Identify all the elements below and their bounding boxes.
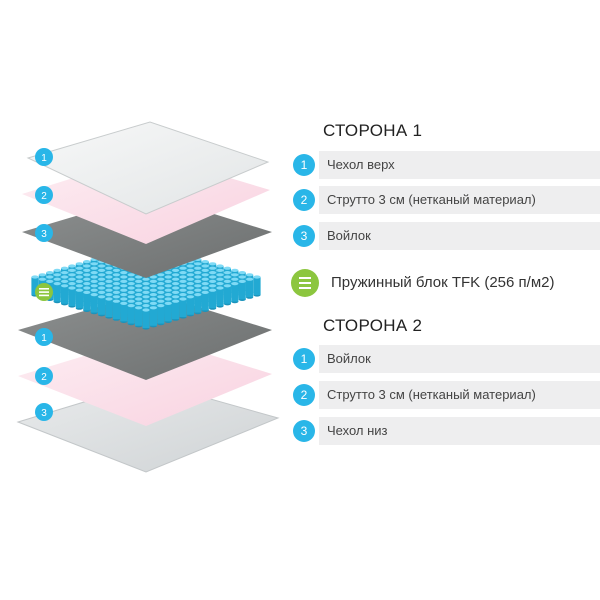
layer-label: Струтто 3 см (нетканый материал) — [327, 192, 536, 207]
number-badge: 3 — [293, 420, 315, 442]
spring-coil — [53, 282, 61, 304]
layer-label: Чехол низ — [327, 423, 388, 438]
row-background — [319, 222, 600, 250]
spring-coil — [142, 308, 150, 330]
felt-bottom-layer — [18, 292, 272, 380]
side2-item-cover: 3 Чехол низ — [293, 417, 600, 445]
spring-coil — [246, 277, 254, 299]
svg-text:3: 3 — [41, 408, 47, 419]
spring-block-label: Пружинный блок TFK (256 п/м2) — [331, 274, 555, 291]
spring-coil — [238, 279, 246, 301]
number-badge: 3 — [293, 225, 315, 247]
layer-label: Войлок — [327, 228, 371, 243]
diagram-badge-bottom-3: 3 — [35, 403, 53, 421]
diagram-badge-bottom-1: 1 — [35, 328, 53, 346]
diagram-badge-top-2: 2 — [35, 186, 53, 204]
spring-coil — [209, 288, 217, 310]
number-badge: 1 — [293, 154, 315, 176]
row-background — [319, 417, 600, 445]
spring-coil — [179, 297, 187, 319]
spring-coil — [75, 288, 83, 310]
svg-text:3: 3 — [41, 229, 47, 240]
side1-title: СТОРОНА 1 — [323, 121, 423, 140]
spring-coil — [135, 306, 143, 328]
spring-coil — [90, 293, 98, 315]
spring-coil — [216, 286, 224, 308]
side1-item-felt: 3 Войлок — [293, 222, 600, 250]
layers-icon — [291, 269, 319, 297]
spring-coil — [112, 299, 120, 321]
spring-coil — [231, 282, 239, 304]
side1-item-cover: 1 Чехол верх — [293, 151, 600, 179]
svg-text:2: 2 — [41, 372, 47, 383]
number-badge: 2 — [293, 189, 315, 211]
number-badge: 2 — [293, 384, 315, 406]
spring-coil — [194, 293, 202, 315]
svg-text:1: 1 — [41, 333, 47, 344]
spring-coil — [149, 306, 157, 328]
spring-coil — [105, 297, 113, 319]
row-background — [319, 345, 600, 373]
side1-item-strutto: 2 Струтто 3 см (нетканый материал) — [293, 186, 600, 214]
layer-label: Струтто 3 см (нетканый материал) — [327, 387, 536, 402]
layer-label: Чехол верх — [327, 157, 395, 172]
spring-coil — [253, 275, 261, 297]
row-background — [319, 381, 600, 409]
spring-coil — [172, 299, 180, 321]
svg-text:1: 1 — [41, 153, 47, 164]
svg-text:2: 2 — [41, 191, 47, 202]
side2-title: СТОРОНА 2 — [323, 316, 423, 335]
row-background — [319, 186, 600, 214]
spring-coil — [186, 295, 194, 317]
spring-coil — [83, 290, 91, 312]
strutto-bottom-layer — [18, 336, 272, 426]
spring-coil — [61, 284, 69, 306]
spring-coil — [157, 304, 165, 326]
spring-coil — [120, 301, 128, 323]
number-badge: 1 — [293, 348, 315, 370]
cover-top-layer — [26, 121, 270, 215]
side2-item-felt: 1 Войлок — [293, 345, 600, 373]
spring-coil — [201, 290, 209, 312]
diagram-badge-top-1: 1 — [35, 148, 53, 166]
diagram-badge-bottom-2: 2 — [35, 367, 53, 385]
side2-item-strutto: 2 Струтто 3 см (нетканый материал) — [293, 381, 600, 409]
spring-coil — [68, 286, 76, 308]
spring-coil — [98, 295, 106, 317]
diagram-badge-spring — [35, 283, 53, 301]
spring-coil — [127, 304, 135, 326]
spring-coil — [223, 284, 231, 306]
spring-block-row: Пружинный блок TFK (256 п/м2) — [291, 268, 600, 298]
layer-label: Войлок — [327, 351, 371, 366]
spring-coil — [164, 301, 172, 323]
diagram-badge-top-3: 3 — [35, 224, 53, 242]
row-background — [319, 151, 600, 179]
